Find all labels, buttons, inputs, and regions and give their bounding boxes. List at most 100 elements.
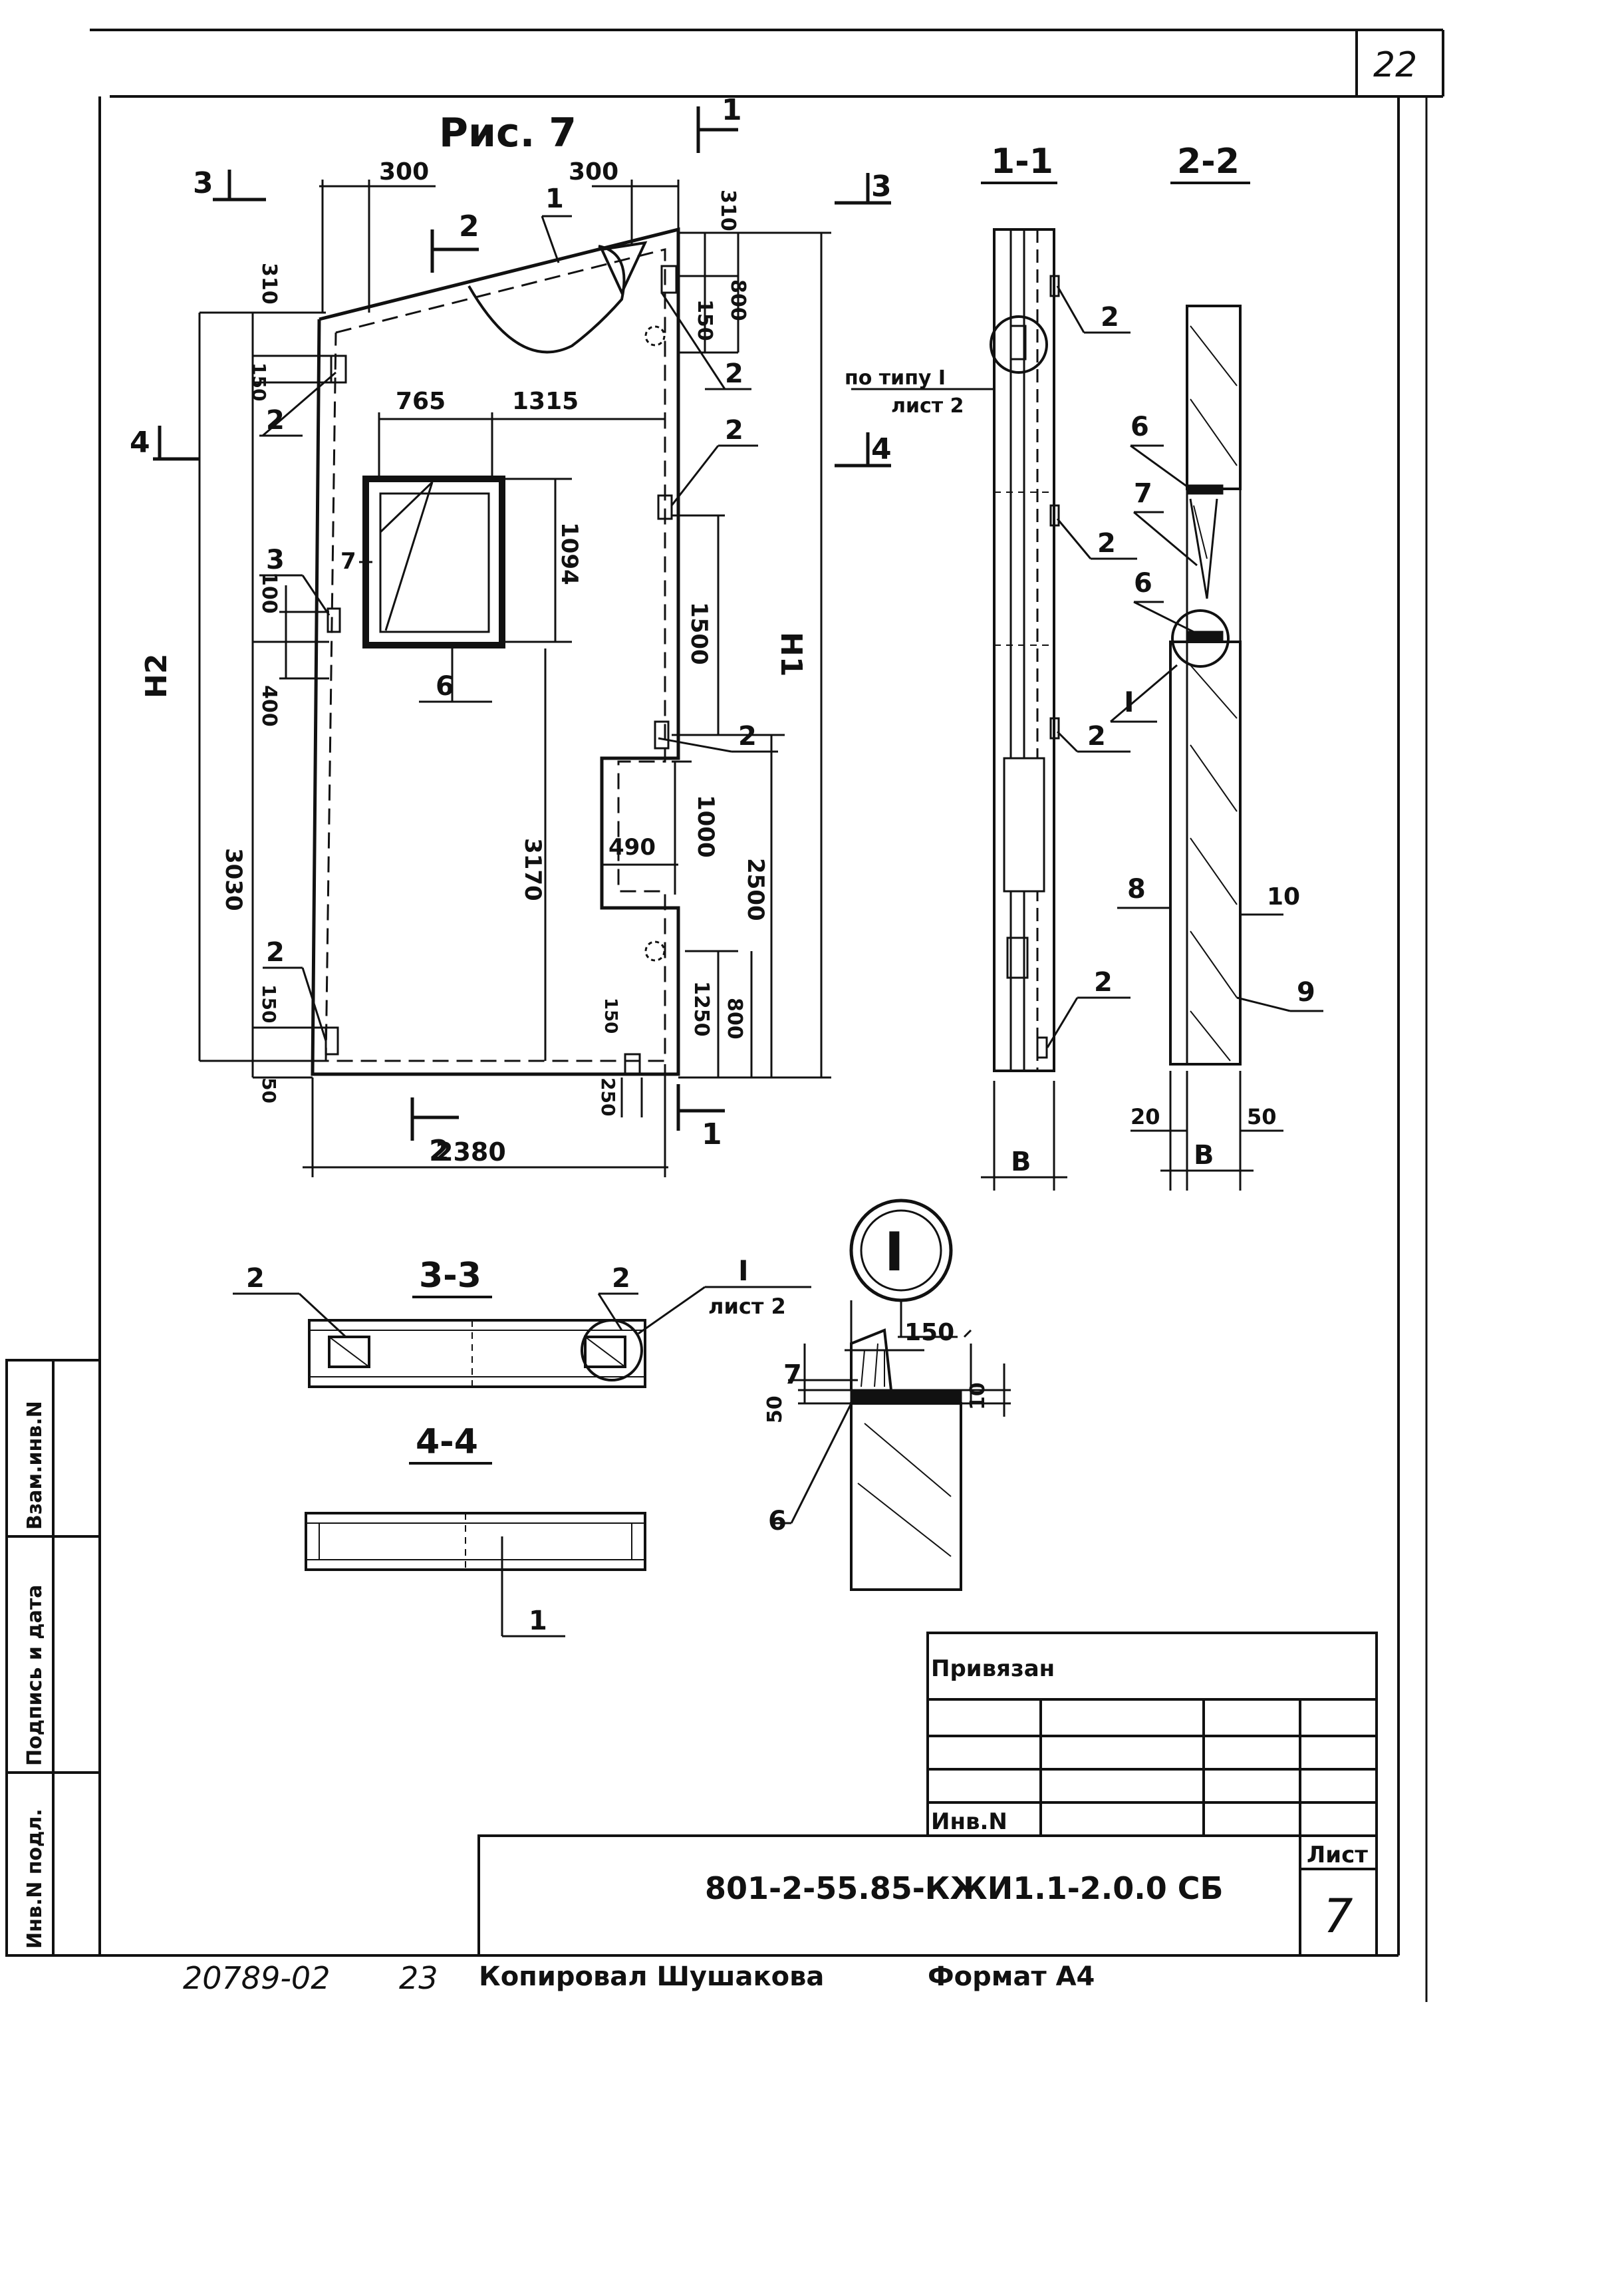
detail-dim-10: 10 (966, 1382, 990, 1410)
side-stamp (5, 1359, 101, 1957)
sheet-frame (90, 29, 1444, 2002)
sec22-callout-6b: 6 (1134, 568, 1152, 599)
dim-800-right-top: 800 (726, 279, 749, 321)
detail-callout-6: 6 (768, 1506, 787, 1536)
list2-label-b: лист 2 (708, 1294, 786, 1319)
dim-300-left: 300 (379, 158, 429, 186)
callout-2-right-mid: 2 (725, 415, 743, 446)
title-designation: 801-2-55.85-КЖИ1.1-2.0.0 СБ (705, 1870, 1224, 1906)
callout-6-window: 6 (436, 671, 454, 702)
callout-2-right-top: 2 (725, 359, 743, 389)
section-1-1-drawing (851, 228, 1137, 1191)
stamp-vzam-inv: Взам.инв.N (23, 1401, 47, 1530)
dimension-lines (198, 180, 831, 1177)
dim-h1: H1 (774, 632, 808, 676)
section-title-2-2: 2-2 (1177, 142, 1240, 182)
detail-dim-50: 50 (763, 1395, 787, 1423)
cut-label-4-left: 4 (130, 426, 150, 460)
section-4-4-drawing (305, 1512, 646, 1638)
cut-label-2-bottom: 2 (429, 1134, 450, 1168)
sec22-callout-10: 10 (1267, 883, 1300, 911)
stamp-inv-podl: Инв.N подл. (23, 1808, 47, 1949)
title-privyazan: Привязан (931, 1655, 1055, 1682)
leader-lines (259, 215, 778, 1042)
dim-400: 400 (257, 685, 281, 727)
s33-callout-I: I (738, 1254, 749, 1287)
title-block (477, 1632, 1378, 1957)
dim-310-left: 310 (257, 263, 281, 305)
detail-I-label: I (884, 1221, 904, 1283)
footer-format: Формат А4 (928, 1961, 1095, 1992)
sec11-callout-2c: 2 (1087, 721, 1106, 752)
sec22-dim-50: 50 (1247, 1104, 1277, 1129)
dim-1000: 1000 (692, 795, 719, 858)
dim-1315: 1315 (512, 388, 579, 415)
dim-150-bottom-right: 150 (600, 998, 620, 1034)
title-inv-n: Инв.N (931, 1808, 1007, 1835)
dim-3030: 3030 (220, 848, 247, 911)
sec22-callout-9: 9 (1297, 977, 1315, 1008)
section-3-3-drawing (233, 1286, 811, 1388)
panel-elevation (311, 227, 680, 1076)
sec11-dim-b: B (1011, 1147, 1031, 1177)
footer-copied: Копировал Шушакова (479, 1961, 824, 1992)
dim-1500: 1500 (686, 602, 712, 665)
detail-dim-150: 150 (904, 1319, 954, 1346)
sec22-callout-I: I (1124, 686, 1134, 718)
footer-number: 23 (399, 1960, 438, 1996)
cut-label-3-left: 3 (193, 166, 213, 200)
stamp-podpis-data: Подпись и дата (23, 1585, 47, 1766)
sec11-callout-2b: 2 (1097, 528, 1116, 559)
dim-150-right-top: 150 (693, 299, 716, 341)
callout-2-left-top: 2 (266, 405, 285, 436)
dim-490: 490 (608, 834, 656, 861)
section-title-3-3: 3-3 (419, 1256, 481, 1296)
s33-callout-2a: 2 (246, 1263, 265, 1294)
sec22-callout-6a: 6 (1131, 412, 1149, 442)
sec11-callout-2a: 2 (1101, 302, 1119, 333)
cut-label-1-bottom: 1 (702, 1117, 722, 1151)
sec22-dim-b: B (1194, 1140, 1214, 1171)
dim-h2: H2 (140, 654, 174, 698)
dim-2500: 2500 (742, 858, 769, 921)
sec22-dim-20: 20 (1131, 1104, 1160, 1129)
section-2-2-drawing (1110, 305, 1323, 1191)
figure-title: Рис. 7 (439, 110, 577, 156)
page-number: 22 (1373, 45, 1417, 85)
callout-3: 3 (266, 545, 285, 575)
dim-310-right: 310 (716, 190, 739, 231)
dim-2380: 2380 (436, 1137, 506, 1167)
dim-1094: 1094 (556, 522, 583, 585)
dim-300-right: 300 (569, 158, 618, 186)
cut-label-2-top: 2 (459, 210, 479, 243)
dim-50-left: 50 (258, 1077, 280, 1103)
callout-2-right-low: 2 (738, 721, 757, 752)
dim-800-bottom: 800 (723, 998, 746, 1040)
dim-100: 100 (257, 572, 281, 614)
callout-2-left-bottom: 2 (266, 937, 285, 968)
s44-callout-1: 1 (529, 1606, 547, 1636)
title-sheet-label: Лист (1307, 1842, 1368, 1868)
detail-callout-7: 7 (783, 1360, 802, 1390)
dim-765: 765 (396, 388, 446, 415)
section-title-4-4: 4-4 (416, 1422, 478, 1462)
callout-1-top: 1 (545, 184, 564, 214)
sec22-callout-7: 7 (1134, 478, 1152, 509)
sec11-callout-2d: 2 (1094, 967, 1113, 998)
section-title-1-1: 1-1 (991, 142, 1053, 182)
dim-1250: 1250 (690, 981, 713, 1037)
list2-label-a: лист 2 (891, 394, 964, 418)
po-tipu-label: по типу I (845, 366, 946, 390)
dim-150-left-top: 150 (248, 362, 270, 401)
title-sheet-number: 7 (1323, 1889, 1353, 1943)
callout-7-window: 7 (340, 548, 356, 575)
sec22-callout-8: 8 (1127, 874, 1146, 905)
cut-label-1-top: 1 (722, 93, 742, 127)
cut-label-3-right: 3 (871, 170, 892, 204)
dim-150-left-bottom: 150 (258, 984, 280, 1023)
footer-code: 20789-02 (183, 1960, 330, 1996)
s33-callout-2b: 2 (612, 1263, 630, 1294)
dim-3170: 3170 (519, 838, 546, 901)
dim-250: 250 (597, 1077, 619, 1116)
